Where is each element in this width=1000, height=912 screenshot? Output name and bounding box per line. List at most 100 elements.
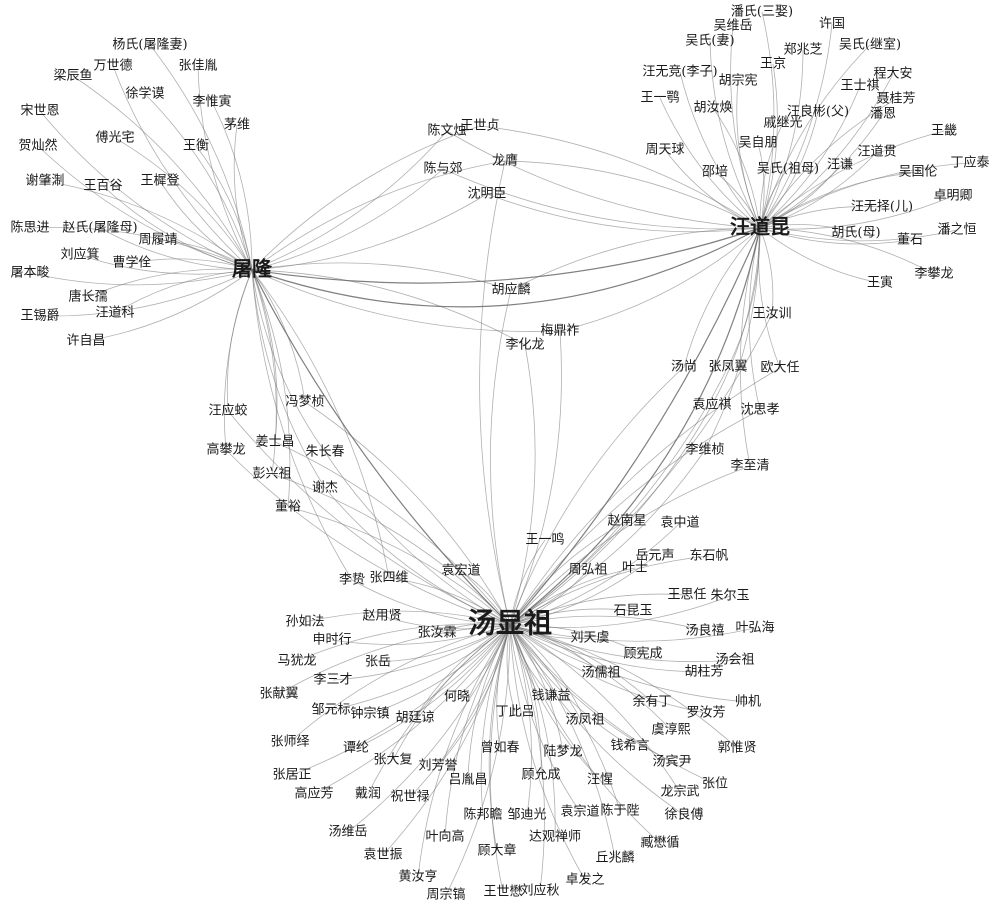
relation-edge [490,289,512,626]
person-node-label: 张居正 [272,768,311,783]
relation-edge [480,624,511,816]
relation-edge [758,227,781,369]
person-node-label: 高攀龙 [206,442,245,458]
relation-edge [504,160,761,229]
relation-edge [509,624,672,731]
person-node-label: 胡柱芳 [684,665,723,680]
relation-edge [347,624,511,833]
relation-edge [39,269,253,317]
relation-edge [509,593,688,626]
person-node-label: 王寅 [867,275,893,291]
person-node-label: 叶向高 [425,829,464,845]
relation-edge [759,44,871,229]
person-node-label: 许国 [819,17,845,32]
relation-edge [291,624,511,776]
relation-edge [659,97,761,229]
person-node-label: 罗汝芳 [686,706,725,721]
hub-edge [251,269,511,626]
relation-edge [683,227,761,368]
relation-edge [149,44,253,271]
relation-edge [446,130,761,229]
relation-edge [460,570,511,626]
person-node-label: 李维桢 [685,443,724,458]
relation-edge [509,624,681,793]
person-node-label: 龙宗武 [660,784,699,800]
relation-edge [114,269,253,314]
relation-edge [736,80,761,229]
person-node-label: 吴维岳 [713,19,752,34]
relation-edge [445,624,511,896]
person-node-label: 汤凤祖 [565,713,604,728]
person-node-label: 陈文烛 [427,123,466,139]
relation-edge [759,227,774,315]
person-node-label: 顾宪成 [623,646,662,662]
relation-edge [759,85,861,229]
person-node-label: 叶弘海 [735,621,774,636]
relation-edge [159,180,253,271]
relation-edge [509,624,716,785]
person-node-label: 申时行 [312,633,351,648]
person-node-label: 顾大章 [477,843,516,859]
relation-edge [509,344,536,626]
person-node-label: 许自昌 [66,334,105,349]
person-node-label: 汤尚 [671,360,697,375]
relation-edge [759,23,833,229]
relation-edge [509,595,731,629]
relation-edge [381,615,511,630]
relation-edge [409,624,511,798]
relation-edge [355,624,511,749]
person-node-label: 钱希言 [610,739,649,754]
relation-edge [251,269,353,581]
relation-edge [711,227,761,406]
person-node-label: 王畿 [931,124,957,139]
hub-label-wang: 汪道昆 [730,215,790,239]
person-node-label: 李贽 [339,573,365,588]
person-node-label: 王思任 [667,588,706,603]
person-node-label: 梁辰鱼 [53,68,92,84]
relation-edge [72,75,253,271]
person-node-label: 袁中道 [660,516,699,531]
person-node-label: 徐学谟 [125,86,164,102]
relation-edge [195,145,253,271]
relation-edge [509,409,761,626]
relation-edge [251,262,512,291]
relation-edge [509,624,586,881]
relation-edge [251,269,277,475]
person-node-label: 杨氏(屠隆妻) [112,38,187,53]
relation-edge [509,624,705,673]
relation-edge [271,473,511,626]
person-node-label: 何晓 [444,689,470,705]
edge-layer [29,11,971,896]
person-node-label: 马犹龙 [277,654,316,669]
person-node-label: 茅维 [224,118,250,133]
relation-edge [509,624,673,763]
person-node-label: 龙膺 [492,154,518,169]
relation-edge [759,164,841,229]
relation-edge [367,624,511,795]
relation-edge [251,193,488,271]
person-node-label: 黄汝亨 [398,869,437,885]
person-node-label: 李化龙 [505,338,544,353]
person-node-label: 吴氏(继室) [839,37,901,53]
relation-edge [509,624,564,753]
relation-edge [509,624,736,663]
relation-edge [304,610,511,626]
relation-edge [489,624,511,893]
relation-edge [479,125,761,229]
person-node-label: 汪良彬(父) [787,104,849,120]
relation-edge [739,227,761,467]
relation-edge [509,367,781,626]
person-node-label: 王樨登 [140,174,179,189]
person-node-label: 沈思孝 [740,403,779,418]
person-node-label: 王百谷 [83,179,122,194]
relation-edge [509,624,621,812]
relation-edge [131,258,253,271]
person-node-label: 李至清 [730,459,769,474]
relation-edge [157,239,253,271]
person-node-label: 王锡爵 [20,309,59,324]
relation-edge [382,624,511,856]
relation-edge [759,227,935,275]
person-node-label: 陈邦瞻 [463,807,502,823]
person-node-label: 朱尔玉 [710,589,749,604]
person-node-label: 陆梦龙 [543,744,582,760]
